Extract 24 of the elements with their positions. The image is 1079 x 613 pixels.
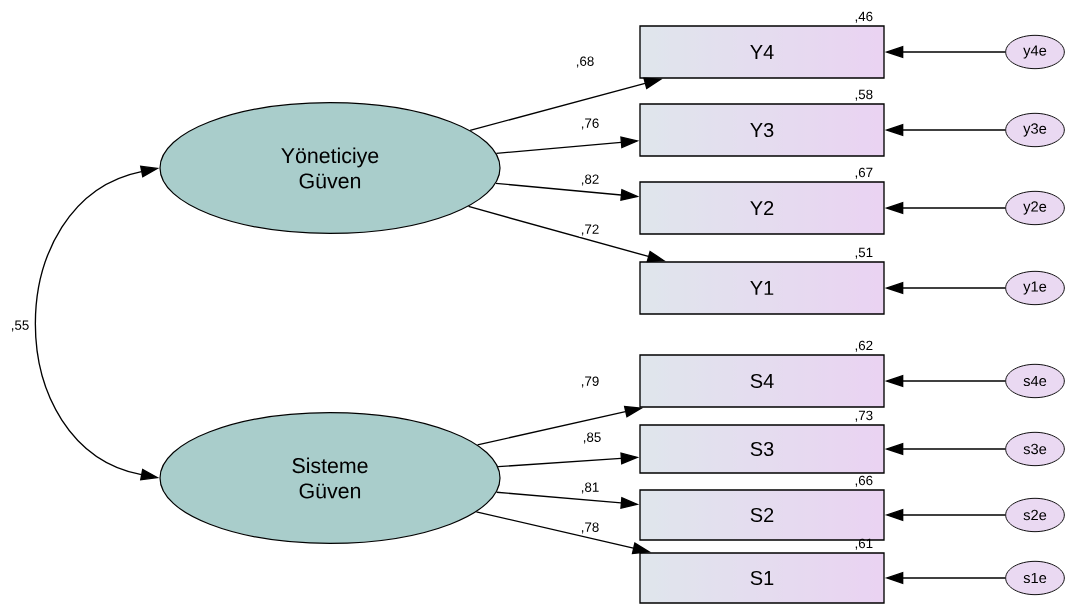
r-squared-value: ,67	[855, 167, 873, 179]
edge-label: ,81	[579, 481, 601, 495]
edge-label: ,85	[581, 431, 603, 445]
r-squared-value: ,66	[855, 475, 873, 487]
r-squared-value: ,51	[855, 247, 873, 259]
observed-variable-box: S1	[639, 552, 885, 604]
r-squared-value: ,73	[855, 410, 873, 422]
r-squared-value: ,58	[855, 89, 873, 101]
observed-variable-box: S3	[639, 424, 885, 474]
observed-variable-box: Y3	[639, 103, 885, 157]
r-squared-value: ,62	[855, 340, 873, 352]
observed-variable-box: S4	[639, 354, 885, 408]
observed-variable-box: Y2	[639, 181, 885, 235]
edge-label: ,55	[9, 319, 31, 333]
r-squared-value: ,46	[855, 11, 873, 23]
edge-label: ,76	[579, 117, 601, 131]
edge-label: ,82	[579, 173, 601, 187]
edge-label: ,78	[579, 521, 601, 535]
edge-label: ,79	[579, 375, 601, 389]
observed-variable-box: Y4	[639, 25, 885, 79]
edge-label: ,72	[579, 223, 601, 237]
observed-variable-box: Y1	[639, 261, 885, 315]
r-squared-value: ,61	[855, 538, 873, 550]
edge-label: ,68	[574, 55, 596, 69]
